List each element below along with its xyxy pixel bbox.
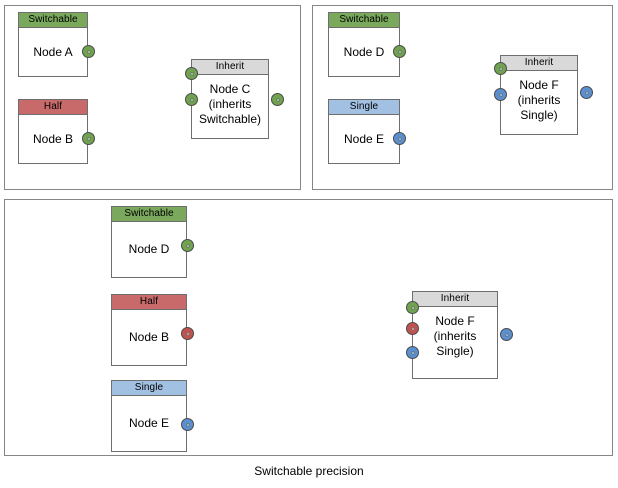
port-node-f-in-1[interactable] <box>494 62 507 75</box>
port-node-d2-out[interactable] <box>181 239 194 252</box>
node-b[interactable]: Half Node B <box>18 99 88 164</box>
port-node-c-out[interactable] <box>271 93 284 106</box>
port-node-f2-in-3[interactable] <box>406 346 419 359</box>
node-d-body: Node D <box>343 44 385 59</box>
node-f2-line2: (inherits <box>433 329 477 343</box>
node-a-header: Switchable <box>19 13 87 28</box>
port-node-f2-in-2[interactable] <box>406 322 419 335</box>
node-b2[interactable]: Half Node B <box>111 294 187 366</box>
node-d2-body: Node D <box>128 242 170 256</box>
diagram-caption: Switchable precision <box>254 464 364 478</box>
port-node-e-out[interactable] <box>393 132 406 145</box>
node-f-line3: Single) <box>520 108 558 122</box>
panel-bottom <box>4 199 613 456</box>
node-f-body: Node F (inherits Single) <box>501 71 577 134</box>
node-f-header: Inherit <box>501 56 577 71</box>
port-node-e2-out[interactable] <box>181 418 194 431</box>
node-d-header: Switchable <box>329 13 399 28</box>
node-f-line1: Node F <box>519 78 559 92</box>
node-f2-line1: Node F <box>435 314 475 328</box>
node-f2[interactable]: Inherit Node F (inherits Single) <box>412 291 498 379</box>
port-node-c-in-1[interactable] <box>185 67 198 80</box>
node-d2-header: Switchable <box>112 207 186 222</box>
node-c-line1: Node C <box>209 82 251 96</box>
node-c-line3: Switchable) <box>198 112 262 126</box>
node-f2-line3: Single) <box>436 344 474 358</box>
node-a[interactable]: Switchable Node A <box>18 12 88 77</box>
node-c-body: Node C (inherits Switchable) <box>192 75 268 138</box>
node-b2-header: Half <box>112 295 186 310</box>
node-b2-body: Node B <box>128 330 170 344</box>
node-e2[interactable]: Single Node E <box>111 380 187 452</box>
node-c-line2: (inherits <box>208 97 252 111</box>
node-f2-body: Node F (inherits Single) <box>413 307 497 378</box>
port-node-f-out[interactable] <box>580 86 593 99</box>
node-e2-body: Node E <box>128 416 170 430</box>
port-node-f2-in-1[interactable] <box>406 301 419 314</box>
port-node-c-in-2[interactable] <box>185 93 198 106</box>
node-c[interactable]: Inherit Node C (inherits Switchable) <box>191 59 269 139</box>
node-e[interactable]: Single Node E <box>328 99 400 164</box>
node-e-header: Single <box>329 100 399 115</box>
port-node-a-out[interactable] <box>82 45 95 58</box>
node-f-line2: (inherits <box>517 93 561 107</box>
node-d2[interactable]: Switchable Node D <box>111 206 187 278</box>
node-e-body: Node E <box>343 131 385 146</box>
node-b-body: Node B <box>32 131 74 146</box>
node-d[interactable]: Switchable Node D <box>328 12 400 77</box>
port-node-f2-out[interactable] <box>500 328 513 341</box>
port-node-f-in-2[interactable] <box>494 88 507 101</box>
port-node-d-out[interactable] <box>393 45 406 58</box>
port-node-b-out[interactable] <box>82 132 95 145</box>
node-c-header: Inherit <box>192 60 268 75</box>
port-node-b2-out[interactable] <box>181 327 194 340</box>
node-f2-header: Inherit <box>413 292 497 307</box>
node-e2-header: Single <box>112 381 186 396</box>
node-a-body: Node A <box>33 44 73 59</box>
node-f[interactable]: Inherit Node F (inherits Single) <box>500 55 578 135</box>
node-b-header: Half <box>19 100 87 115</box>
